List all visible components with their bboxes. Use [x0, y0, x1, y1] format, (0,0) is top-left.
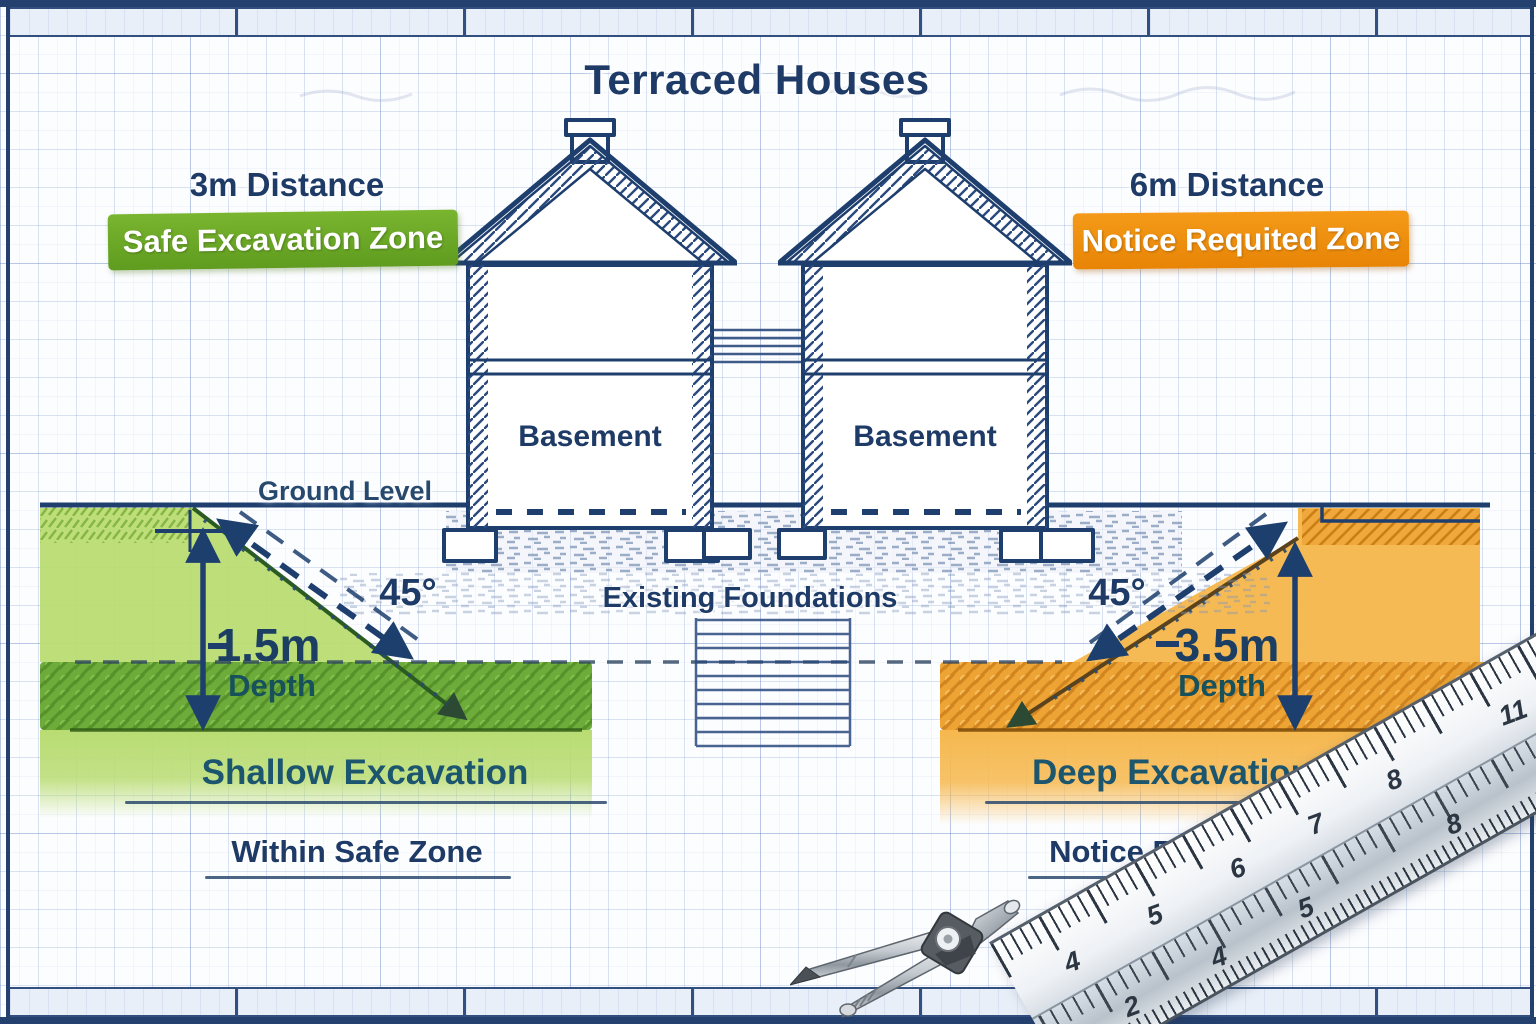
existing-foundations-label: Existing Foundations — [602, 582, 898, 614]
right-angle-label: 45° — [1088, 572, 1146, 614]
notice-zone-banner-label: Notice Requited Zone — [1081, 220, 1401, 259]
right-house — [777, 118, 1095, 563]
ruler-number: 8 — [1381, 763, 1407, 797]
left-angle-label: 45° — [379, 572, 437, 614]
frame-top — [0, 0, 1536, 7]
page-title: Terraced Houses — [584, 56, 930, 103]
left-depth-label: Depth — [228, 668, 316, 703]
right-basement-label: Basement — [853, 420, 997, 453]
underline — [985, 801, 1331, 804]
left-basement-label: Basement — [518, 420, 662, 453]
underline — [205, 876, 511, 879]
frame-left — [6, 0, 10, 1024]
notice-zone-banner: Notice Requited Zone — [1072, 210, 1410, 270]
right-depth-label: Depth — [1178, 668, 1266, 703]
left-depth-dimension — [155, 510, 232, 731]
margin-band-top — [10, 7, 1530, 37]
right-distance-label: 6m Distance — [1129, 166, 1325, 203]
right-45-arrow — [1085, 512, 1289, 662]
right-depth-dimension — [1156, 541, 1313, 731]
left-45-arrow — [216, 510, 426, 660]
sketch-scribbles — [299, 85, 1296, 102]
drafting-compass-icon — [790, 899, 1021, 1018]
ruler-number: 7 — [1303, 807, 1329, 841]
left-house — [442, 118, 752, 563]
safe-zone-banner-label: Safe Excavation Zone — [122, 219, 444, 260]
terraced-houses-graphic — [442, 118, 1095, 748]
ruler-number: 4 — [1059, 945, 1085, 979]
ruler-number: 5 — [1142, 898, 1168, 932]
foundation-ladder — [694, 618, 852, 748]
frame-right — [1530, 0, 1534, 1024]
left-distance-label: 3m Distance — [189, 166, 385, 203]
ruler-number: 6 — [1225, 851, 1250, 886]
left-depth-value: 1.5m — [215, 619, 321, 671]
ground-level-label: Ground Level — [257, 476, 433, 506]
within-safe-zone-label: Within Safe Zone — [231, 834, 483, 869]
right-depth-value: 3.5m — [1174, 619, 1280, 671]
safe-zone-banner: Safe Excavation Zone — [107, 209, 459, 271]
underline — [125, 801, 607, 804]
margin-band-bottom — [10, 987, 1530, 1017]
shallow-excavation-label: Shallow Excavation — [201, 753, 529, 792]
frame-bottom — [0, 1017, 1536, 1024]
